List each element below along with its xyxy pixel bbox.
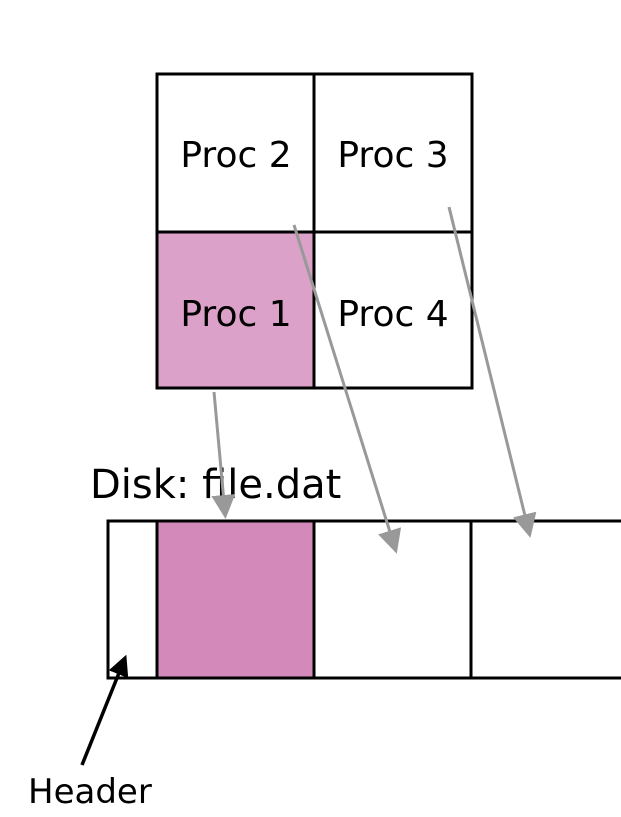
disk-block-proc-2 xyxy=(312,519,473,680)
header-label: Header xyxy=(28,772,152,812)
disk-title: Disk: file.dat xyxy=(90,462,341,508)
grid-label-proc-2: Proc 2 xyxy=(180,135,291,176)
disk-block-proc-1 xyxy=(155,519,316,680)
header-pointer-arrow xyxy=(80,654,129,766)
disk-block-proc-3 xyxy=(469,519,621,680)
grid-cell-proc-1 xyxy=(155,230,316,390)
arrow-proc-2-to-disk xyxy=(292,224,402,554)
arrow-proc-3-to-disk xyxy=(447,206,537,538)
grid-label-proc-4: Proc 4 xyxy=(337,294,448,335)
grid-label-proc-1: Proc 1 xyxy=(180,294,291,335)
mapping-arrows xyxy=(211,206,537,554)
process-grid: Proc 2 Proc 3 Proc 1 Proc 4 xyxy=(155,72,474,390)
grid-cell-proc-3 xyxy=(312,72,474,234)
disk-header-block xyxy=(106,519,159,680)
grid-cell-proc-4 xyxy=(312,230,474,390)
grid-cell-proc-2 xyxy=(155,72,316,234)
grid-label-proc-3: Proc 3 xyxy=(337,135,448,176)
arrow-proc-1-to-disk xyxy=(211,391,236,519)
disk-file xyxy=(106,519,621,680)
